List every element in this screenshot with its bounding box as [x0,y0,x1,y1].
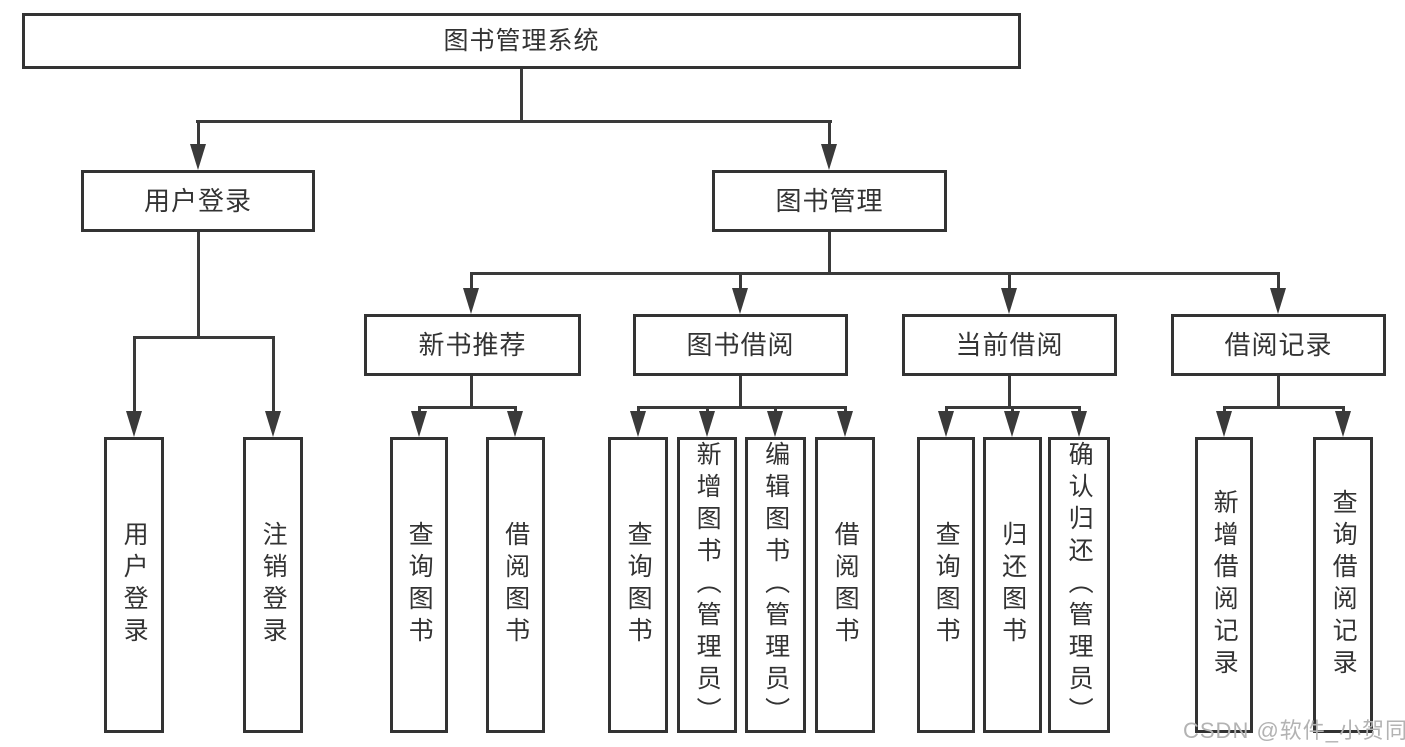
leaf-query-borrow-record-label: 查询借阅记录 [1329,489,1358,681]
leaf-add-borrow-record: 新增借阅记录 [1195,437,1253,733]
node-book-borrow-label: 图书借阅 [686,330,795,360]
connector-root-vline [520,68,523,123]
arrowhead-borrow-books-1 [507,411,523,437]
arrowhead-borrow-books-2 [837,411,853,437]
leaf-add-book-admin-label: 新增图书（管理员） [693,441,722,729]
connector-drop-query-books-2 [637,406,640,414]
node-borrow-record: 借阅记录 [1171,314,1386,376]
node-root-label: 图书管理系统 [443,26,600,55]
leaf-query-books-3: 查询图书 [917,437,975,733]
arrowhead-user-login [190,144,206,170]
arrowhead-book-borrow [732,288,748,314]
arrowhead-return-books [1004,411,1020,437]
node-user-login: 用户登录 [81,170,315,232]
connector-borrow-record-hline [1223,406,1345,409]
connector-drop-leaf-logout [272,336,275,412]
node-book-mgmt: 图书管理 [712,170,947,232]
connector-drop-book-mgmt [828,120,831,145]
arrowhead-borrow-record [1270,288,1286,314]
leaf-user-login-label: 用户登录 [120,521,149,649]
leaf-query-borrow-record: 查询借阅记录 [1313,437,1373,733]
connector-drop-borrow-books-2 [844,406,847,414]
leaf-user-login: 用户登录 [104,437,164,733]
arrowhead-confirm-return [1071,411,1087,437]
leaf-query-books-2: 查询图书 [608,437,668,733]
leaf-confirm-return-admin: 确认归还（管理员） [1048,437,1110,733]
connector-new-book-hline [418,406,517,409]
connector-book-mgmt-vline [828,231,831,275]
connector-current-borrow-vline [1008,375,1011,409]
arrowhead-current-borrow [1001,288,1017,314]
leaf-borrow-books-1: 借阅图书 [486,437,545,733]
arrowhead-leaf-user-login [126,411,142,437]
leaf-query-books-2-label: 查询图书 [624,521,653,649]
connector-book-borrow-vline [739,375,742,409]
node-root: 图书管理系统 [22,13,1021,69]
connector-book-mgmt-hline [470,272,1280,275]
leaf-add-book-admin: 新增图书（管理员） [677,437,737,733]
connector-drop-add-borrow-record [1223,406,1226,414]
leaf-query-books-3-label: 查询图书 [932,521,961,649]
connector-user-login-hline [133,336,275,339]
connector-drop-edit-book [774,406,777,414]
leaf-return-books-label: 归还图书 [998,521,1027,649]
leaf-edit-book-admin-label: 编辑图书（管理员） [761,441,790,729]
arrowhead-new-book [463,288,479,314]
connector-drop-query-borrow-record [1342,406,1345,414]
connector-drop-user-login [197,120,200,145]
connector-borrow-record-vline [1277,375,1280,409]
connector-drop-return-books [1011,406,1014,414]
connector-drop-new-book [470,272,473,289]
connector-new-book-vline [470,375,473,409]
arrowhead-query-books-2 [630,411,646,437]
connector-drop-add-book [706,406,709,414]
leaf-borrow-books-2: 借阅图书 [815,437,875,733]
node-book-mgmt-label: 图书管理 [775,186,884,216]
watermark-text: CSDN @软件_小贺同学 [1183,718,1405,743]
connector-drop-query-books-3 [945,406,948,414]
leaf-query-books-1: 查询图书 [390,437,448,733]
arrowhead-query-books-3 [938,411,954,437]
node-user-login-label: 用户登录 [143,186,252,216]
node-current-borrow-label: 当前借阅 [955,330,1064,360]
arrowhead-edit-book [767,411,783,437]
node-book-borrow: 图书借阅 [633,314,848,376]
arrowhead-add-book [699,411,715,437]
node-new-book-label: 新书推荐 [418,330,527,360]
arrowhead-book-mgmt [821,144,837,170]
connector-drop-borrow-books-1 [514,406,517,414]
connector-drop-borrow-record [1277,272,1280,289]
node-new-book-recommend: 新书推荐 [364,314,581,376]
leaf-confirm-return-admin-label: 确认归还（管理员） [1065,441,1094,729]
leaf-return-books: 归还图书 [983,437,1042,733]
connector-drop-leaf-user-login [133,336,136,412]
connector-drop-current-borrow [1008,272,1011,289]
connector-root-hline [196,120,832,123]
connector-drop-book-borrow [739,272,742,289]
node-current-borrow: 当前借阅 [902,314,1117,376]
node-borrow-record-label: 借阅记录 [1224,330,1333,360]
leaf-logout-label: 注销登录 [259,521,288,649]
connector-drop-query-books-1 [418,406,421,414]
arrowhead-query-books-1 [411,411,427,437]
arrowhead-query-borrow-record [1335,411,1351,437]
leaf-borrow-books-1-label: 借阅图书 [501,521,530,649]
arrowhead-leaf-logout [265,411,281,437]
leaf-logout: 注销登录 [243,437,303,733]
connector-user-login-vline [197,231,200,339]
leaf-edit-book-admin: 编辑图书（管理员） [745,437,806,733]
connector-drop-confirm-return [1078,406,1081,414]
leaf-add-borrow-record-label: 新增借阅记录 [1210,489,1239,681]
leaf-borrow-books-2-label: 借阅图书 [831,521,860,649]
leaf-query-books-1-label: 查询图书 [405,521,434,649]
connector-book-borrow-hline [637,406,847,409]
arrowhead-add-borrow-record [1216,411,1232,437]
